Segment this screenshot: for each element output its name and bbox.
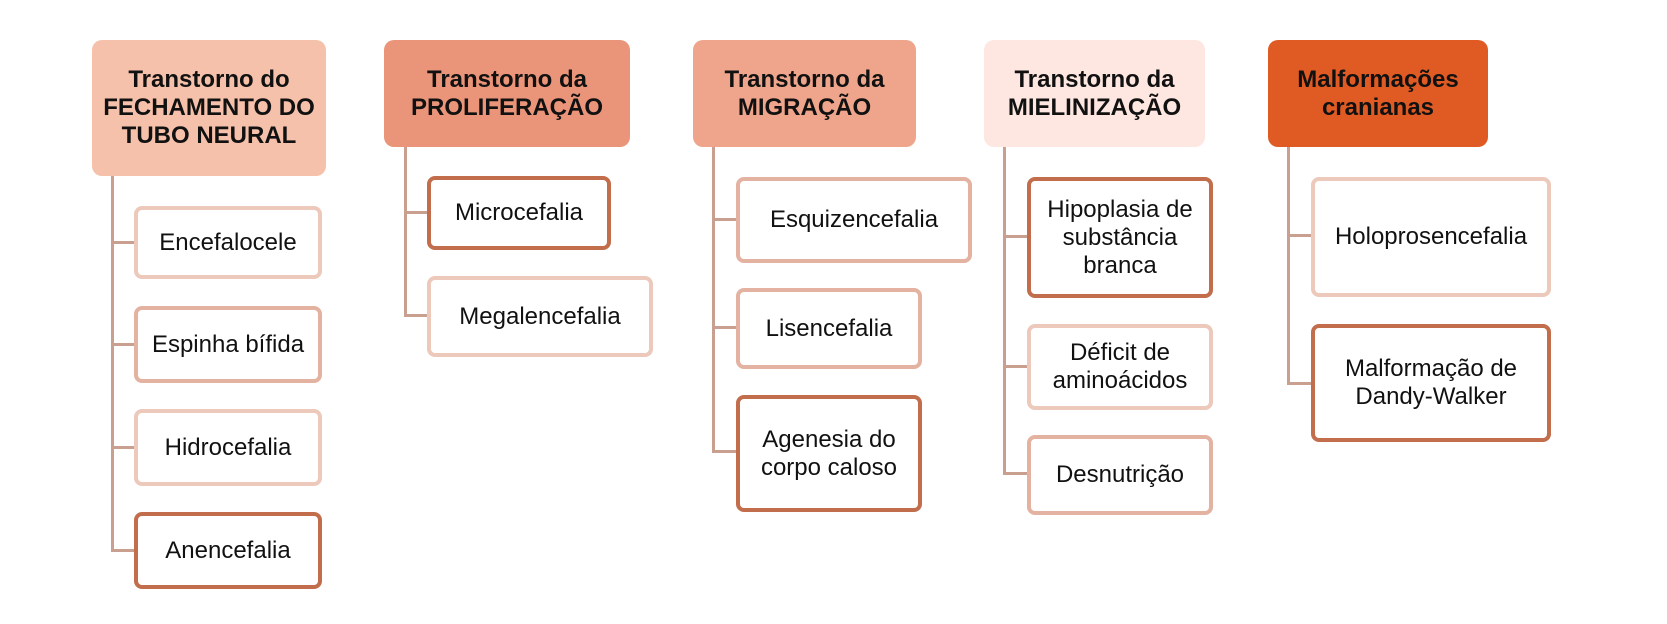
header-migration: Transtorno da MIGRAÇÃO xyxy=(693,40,916,147)
connector-h-3-2 xyxy=(712,326,736,329)
item-agenesia-corpo-caloso: Agenesia do corpo caloso xyxy=(736,395,922,512)
connector-h-1-2 xyxy=(111,343,135,346)
connector-h-5-2 xyxy=(1287,382,1311,385)
header-myelination: Transtorno da MIELINIZAÇÃO xyxy=(984,40,1205,147)
connector-h-1-3 xyxy=(111,446,135,449)
connector-vertical-2 xyxy=(404,147,407,317)
connector-vertical-5 xyxy=(1287,147,1290,385)
connector-vertical-1 xyxy=(111,176,114,550)
connector-h-3-1 xyxy=(712,218,736,221)
connector-h-5-1 xyxy=(1287,234,1311,237)
item-deficit-aminoacidos: Déficit de aminoácidos xyxy=(1027,324,1213,410)
connector-h-4-2 xyxy=(1003,365,1027,368)
item-esquizencefalia: Esquizencefalia xyxy=(736,177,972,263)
item-holoprosencefalia: Holoprosencefalia xyxy=(1311,177,1551,297)
connector-vertical-4 xyxy=(1003,147,1006,475)
item-megalencefalia: Megalencefalia xyxy=(427,276,653,357)
connector-h-3-3 xyxy=(712,450,736,453)
connector-h-2-2 xyxy=(404,314,428,317)
item-hipoplasia-substancia-branca: Hipoplasia de substância branca xyxy=(1027,177,1213,298)
header-neural-tube-closure: Transtorno do FECHAMENTO DO TUBO NEURAL xyxy=(92,40,326,176)
connector-h-4-1 xyxy=(1003,235,1027,238)
item-encefalocele: Encefalocele xyxy=(134,206,322,279)
connector-h-1-1 xyxy=(111,241,135,244)
item-anencefalia: Anencefalia xyxy=(134,512,322,589)
connector-h-1-4 xyxy=(111,549,135,552)
item-microcefalia: Microcefalia xyxy=(427,176,611,250)
header-proliferation: Transtorno da PROLIFERAÇÃO xyxy=(384,40,630,147)
connector-h-4-3 xyxy=(1003,472,1027,475)
item-lisencefalia: Lisencefalia xyxy=(736,288,922,369)
header-cranial-malformations: Malformações cranianas xyxy=(1268,40,1488,147)
item-desnutricao: Desnutrição xyxy=(1027,435,1213,515)
item-espinha-bifida: Espinha bífida xyxy=(134,306,322,383)
connector-vertical-3 xyxy=(712,147,715,453)
connector-h-2-1 xyxy=(404,211,428,214)
item-hidrocefalia: Hidrocefalia xyxy=(134,409,322,486)
item-dandy-walker: Malformação de Dandy-Walker xyxy=(1311,324,1551,442)
